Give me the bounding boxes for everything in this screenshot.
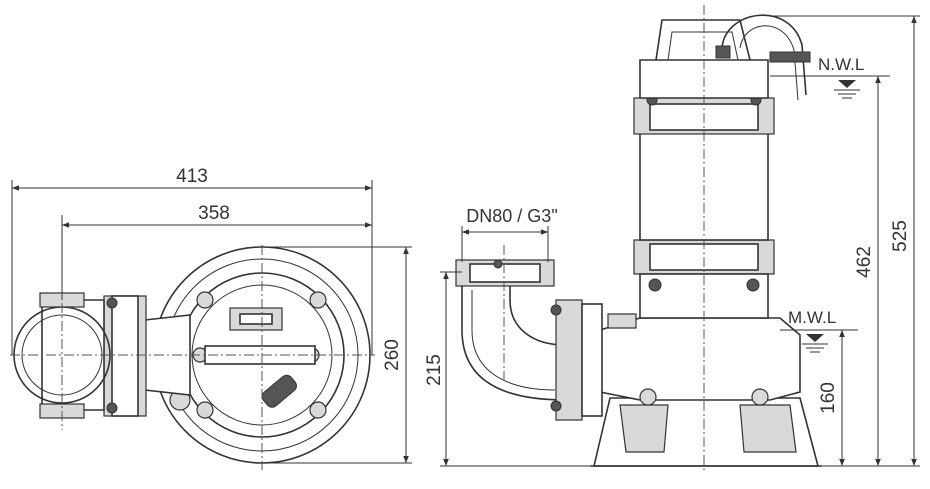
cable-gland: [261, 374, 297, 408]
bolt: [196, 291, 214, 309]
pump-casing: [599, 317, 801, 401]
lifting-handle-elev: [655, 19, 751, 61]
elevation-view: N.W.L M.W.L DN80 / G3" 215: [424, 5, 920, 470]
dim-mwl-height: 160: [818, 382, 839, 414]
dim-plan-depth: 260: [382, 339, 403, 371]
dim-discharge-size: DN80 / G3": [466, 206, 557, 226]
dim-nwl-height: 462: [854, 246, 875, 278]
dim-height-overall: 525: [890, 220, 911, 252]
dim-width-flange: 358: [198, 203, 230, 224]
dim-discharge-height: 215: [424, 354, 445, 386]
water-level-symbol-nwl: [834, 80, 860, 99]
power-cable: [721, 14, 807, 96]
dim-width-overall: 413: [176, 166, 208, 187]
elbow-side-flange: [555, 299, 583, 421]
bolt: [196, 401, 214, 419]
label-mwl: M.W.L: [788, 308, 836, 327]
bolt: [309, 401, 327, 419]
discharge-elbow: [461, 283, 566, 401]
label-nwl: N.W.L: [818, 55, 864, 74]
bolt: [309, 291, 327, 309]
plan-view: 413 358 260: [10, 166, 412, 470]
water-level-symbol-mwl: [802, 334, 828, 353]
